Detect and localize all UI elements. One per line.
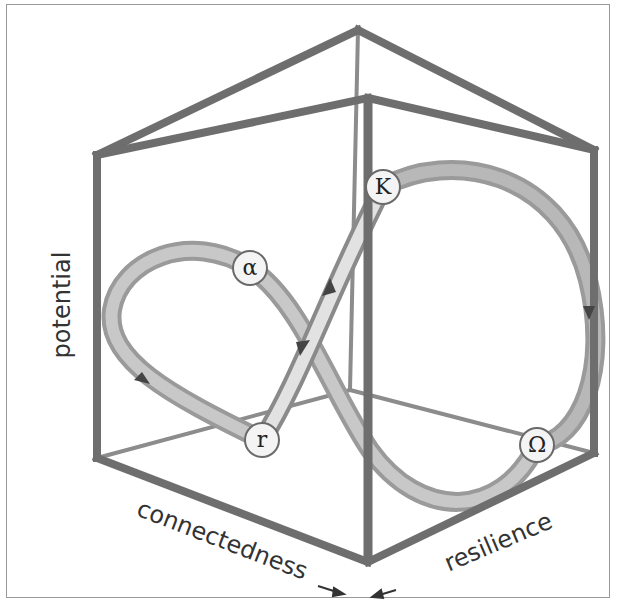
phase-letter: α	[243, 257, 258, 279]
cube-front-post	[364, 98, 373, 562]
phase-letter: Ω	[528, 434, 546, 456]
phase-circle: α	[232, 250, 268, 286]
phase-letter: K	[375, 176, 391, 198]
cube-front-edges	[97, 30, 594, 562]
phase-letter: r	[257, 429, 268, 451]
phase-circle: Ω	[519, 427, 555, 463]
ribbon-back-face	[383, 170, 595, 445]
axis-arrows	[318, 586, 396, 598]
ribbon-back	[383, 170, 595, 445]
phase-circle: K	[365, 169, 401, 205]
flow-arrows	[134, 278, 595, 384]
axis-label: potential	[50, 252, 74, 359]
phase-circle: r	[244, 422, 280, 458]
